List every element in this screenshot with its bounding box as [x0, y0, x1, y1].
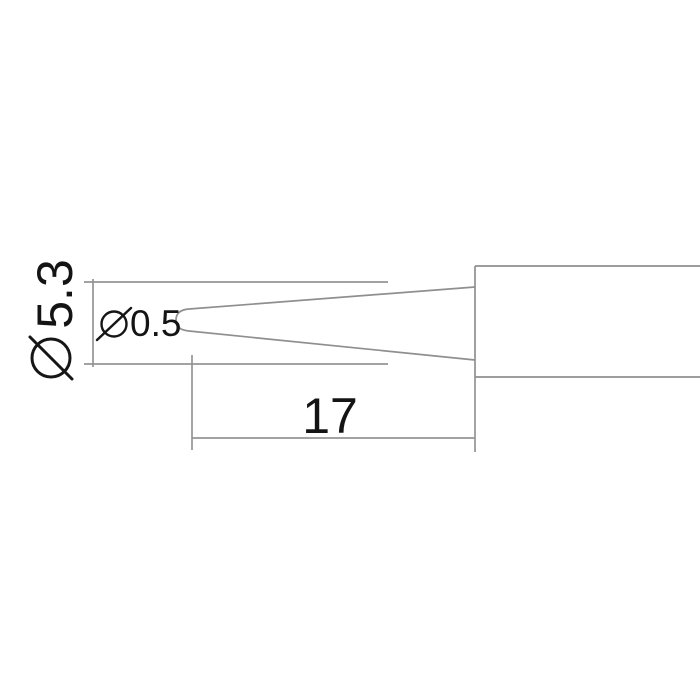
diameter-icon [95, 306, 133, 342]
shank-diameter-label: 5.3 [27, 259, 83, 329]
tip-diameter-label: 0.5 [130, 303, 181, 344]
tip-outline [175, 286, 476, 361]
dimension-cone-length: 17 [191, 355, 476, 452]
diameter-icon [28, 335, 74, 381]
diameter-icon-circle [100, 310, 128, 338]
diameter-icon-circle [30, 337, 72, 379]
dimension-shank-diameter: 5.3 [27, 259, 388, 381]
tip-nose-curve [175, 308, 190, 332]
cone-length-label: 17 [302, 388, 358, 444]
cone-bottom-edge [188, 330, 476, 361]
dimension-tip-diameter: 0.5 [95, 303, 181, 344]
body-outline [474, 265, 700, 378]
cone-top-edge [188, 286, 476, 310]
diameter-icon-slash [95, 306, 133, 342]
diameter-icon-slash [28, 335, 74, 381]
